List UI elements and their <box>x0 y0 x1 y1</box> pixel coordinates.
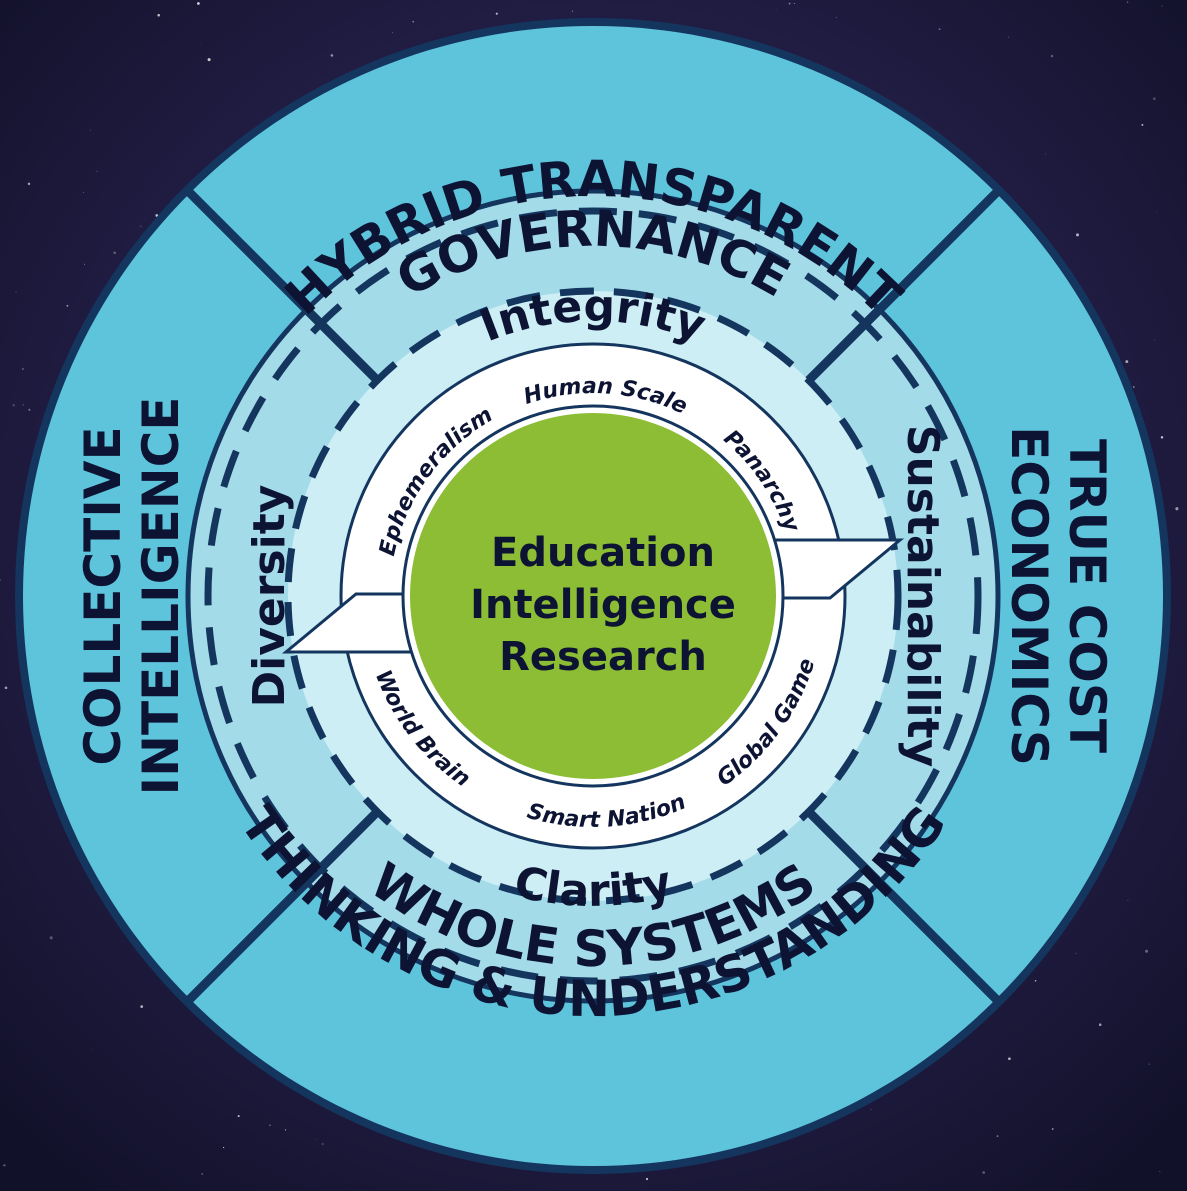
middle-left-label: Diversity <box>244 485 295 708</box>
outer-left-line2: INTELLIGENCE <box>132 397 190 796</box>
star <box>1045 153 1047 155</box>
outer-left-line1: COLLECTIVE <box>74 426 132 765</box>
star <box>1126 1 1129 3</box>
star <box>22 404 24 406</box>
middle-bottom-label: Clarity <box>510 856 676 917</box>
star <box>571 10 573 12</box>
star <box>201 1173 204 1175</box>
star <box>1145 949 1149 953</box>
star <box>1148 1063 1150 1065</box>
middle-right-label: Sustainability <box>897 425 948 767</box>
star <box>1075 233 1080 237</box>
star <box>835 16 837 18</box>
star <box>776 8 778 10</box>
star <box>91 1048 93 1050</box>
star <box>140 225 142 228</box>
star <box>1152 97 1156 101</box>
star <box>1098 1023 1102 1026</box>
star <box>84 263 85 265</box>
star <box>207 58 211 62</box>
star <box>1175 507 1179 511</box>
star <box>645 1177 649 1181</box>
star <box>1125 360 1129 364</box>
core-line1: Education <box>491 530 715 576</box>
star <box>284 1129 287 1131</box>
star <box>140 1005 144 1008</box>
star <box>4 686 8 690</box>
star <box>1156 211 1158 213</box>
outer-right-line2: ECONOMICS <box>1000 426 1058 766</box>
dashed-ring-outer <box>204 207 982 985</box>
star <box>1141 123 1144 126</box>
star <box>269 1124 271 1127</box>
star <box>12 403 16 407</box>
star <box>1050 54 1054 58</box>
core-line2: Intelligence <box>470 582 736 628</box>
star <box>1160 436 1164 439</box>
star <box>1153 339 1155 341</box>
divider-bottom-right <box>790 793 1001 1004</box>
star <box>1008 36 1009 38</box>
divider-top-left <box>185 188 396 399</box>
star <box>49 936 53 940</box>
star <box>330 54 334 57</box>
star <box>28 408 31 411</box>
star <box>1127 900 1129 902</box>
core-line3: Research <box>499 634 707 680</box>
star <box>1051 1128 1054 1130</box>
star <box>83 191 85 193</box>
star <box>349 1188 350 1190</box>
star <box>3 1164 6 1167</box>
core-circle <box>410 413 776 779</box>
star <box>0 579 2 582</box>
star <box>96 170 98 172</box>
star <box>222 1146 225 1149</box>
star <box>197 2 200 5</box>
star <box>113 251 117 255</box>
star <box>21 367 24 371</box>
star <box>788 2 791 5</box>
divider-bottom-left <box>185 793 396 1004</box>
star <box>1159 1170 1161 1173</box>
star <box>1008 1057 1011 1061</box>
quadrant-dividers <box>185 188 1001 1004</box>
star <box>938 28 941 31</box>
star <box>27 182 31 186</box>
star <box>89 129 92 132</box>
star <box>392 32 393 34</box>
star <box>982 1171 985 1174</box>
star <box>870 1109 872 1111</box>
outer-right-label: TRUE COST ECONOMICS <box>1000 426 1116 766</box>
star <box>996 1135 999 1137</box>
star <box>412 21 414 23</box>
star <box>66 304 69 307</box>
divider-top-right <box>790 188 1001 399</box>
star <box>321 1143 324 1145</box>
star <box>793 2 795 5</box>
star <box>316 1138 317 1140</box>
star <box>15 291 17 293</box>
outer-right-line1: TRUE COST <box>1058 439 1116 753</box>
star <box>495 12 498 15</box>
star <box>1161 5 1163 7</box>
star <box>1075 953 1077 955</box>
outer-left-label: COLLECTIVE INTELLIGENCE <box>74 397 190 796</box>
star <box>157 13 160 17</box>
star <box>237 1115 240 1118</box>
star <box>199 44 201 45</box>
star <box>1034 980 1037 982</box>
star <box>1132 386 1135 388</box>
